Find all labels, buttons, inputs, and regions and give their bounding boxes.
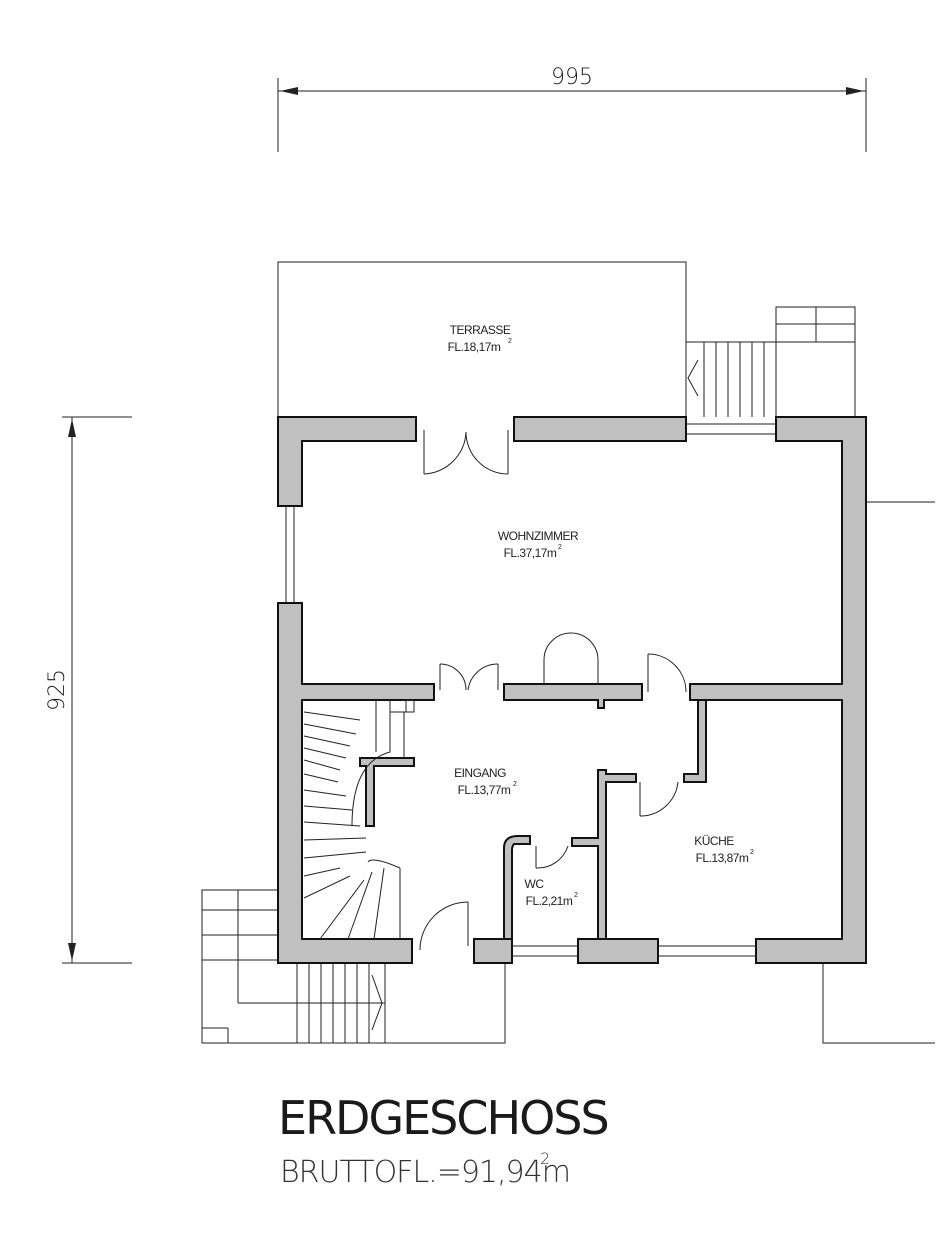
- height-dimension-label: 925: [45, 669, 70, 711]
- width-dimension-label: 995: [551, 65, 593, 90]
- garden-outline: [822, 501, 935, 1044]
- wohnzimmer-area-sup: 2: [558, 544, 562, 551]
- windows: [285, 423, 776, 957]
- entrance-stairs: [201, 889, 506, 1044]
- wc-area: FL.2,21m: [526, 894, 573, 908]
- height-dimension: 925: [45, 416, 132, 964]
- plan-title: ERDGESCHOSS BRUTTOFL.=91,94m 2: [278, 1091, 610, 1190]
- gross-area: BRUTTOFL.=91,94m: [280, 1155, 570, 1190]
- interior-staircase: [303, 699, 415, 940]
- wc-area-sup: 2: [574, 892, 578, 899]
- kueche-name: KÜCHE: [694, 834, 734, 848]
- gross-area-sup: 2: [540, 1149, 549, 1168]
- terrasse-area-sup: 2: [508, 338, 512, 345]
- eingang-name: EINGANG: [454, 766, 506, 780]
- room-labels: WOHNZIMMER FL.37,17m 2 EINGANG FL.13,77m…: [454, 529, 754, 908]
- terrasse-area: FL.18,17m: [448, 340, 501, 354]
- doors: [419, 430, 687, 951]
- wohnzimmer-area: FL.37,17m: [504, 546, 557, 560]
- interior-walls: [359, 683, 707, 940]
- floor-title: ERDGESCHOSS: [278, 1091, 608, 1145]
- exterior-walls: [277, 416, 867, 964]
- wohnzimmer-name: WOHNZIMMER: [498, 529, 579, 543]
- width-dimension: 995: [277, 65, 867, 152]
- terrace-stairs: [685, 306, 856, 418]
- terrasse-name: TERRASSE: [450, 323, 511, 337]
- kueche-area-sup: 2: [750, 849, 754, 856]
- terrace: TERRASSE FL.18,17m 2: [277, 261, 687, 417]
- eingang-area-sup: 2: [513, 781, 517, 788]
- kueche-area: FL.13,87m: [696, 851, 749, 865]
- wc-name: WC: [525, 877, 545, 891]
- eingang-area: FL.13,77m: [458, 783, 511, 797]
